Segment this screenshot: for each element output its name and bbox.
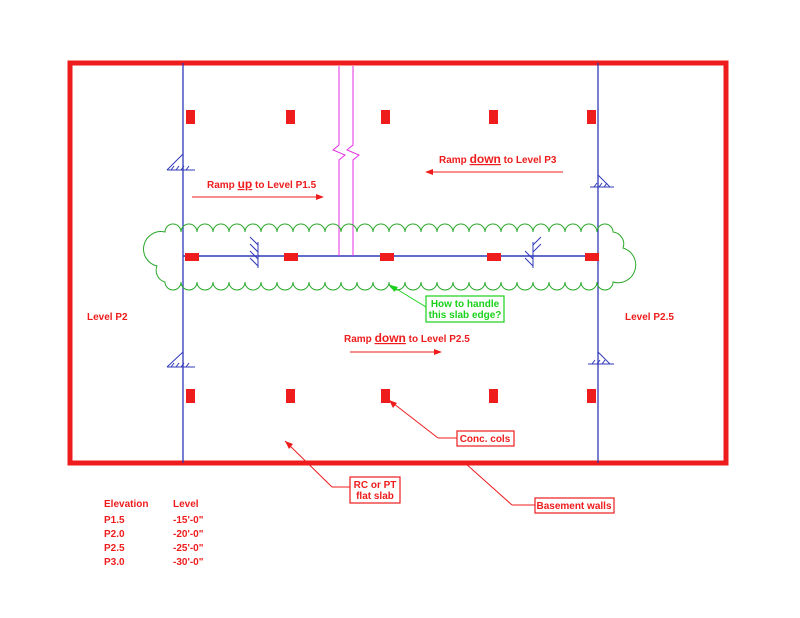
- basement-walls-note: Basement walls: [536, 501, 611, 512]
- column: [381, 389, 390, 403]
- hatch-symbol: [166, 351, 195, 368]
- flat-slab-note-line1: RC or PT: [354, 480, 397, 491]
- column: [286, 389, 295, 403]
- slab-edge-note-box: [425, 295, 505, 323]
- basement-wall-outline: [67, 60, 729, 466]
- level-p25-label: Level P2.5: [625, 312, 674, 323]
- elevation-table: Elevation Level P1.5 -15'-0" P2.0 -20'-0…: [104, 499, 204, 568]
- level-cell: -15'-0": [173, 515, 204, 526]
- column: [186, 110, 195, 124]
- level-cell: -25'-0": [173, 543, 204, 554]
- hatch-symbol: [588, 351, 614, 365]
- magenta-break-line: [332, 66, 360, 256]
- hatch-symbol: [249, 236, 259, 268]
- column: [489, 389, 498, 403]
- hatch-symbol: [524, 236, 542, 268]
- column: [185, 253, 199, 261]
- ramp-arrows: [192, 169, 563, 355]
- slab-edge-leader-arrowhead: [390, 285, 398, 292]
- column: [284, 253, 298, 261]
- elevation-cell: P3.0: [104, 557, 125, 568]
- revision-cloud: [143, 223, 637, 291]
- conc-cols-note: Conc. cols: [460, 434, 511, 445]
- column: [587, 110, 596, 124]
- flat-slab-leader: [284, 440, 333, 488]
- flat-slab-note-box: [349, 476, 401, 504]
- elevation-cell: P2.5: [104, 543, 125, 554]
- column: [487, 253, 501, 261]
- hatch-symbol: [166, 153, 195, 171]
- column: [380, 253, 394, 261]
- column: [587, 389, 596, 403]
- column: [585, 253, 599, 261]
- column: [286, 110, 295, 124]
- ramp-up-label: Ramp up to Level P1.5: [207, 177, 317, 191]
- slab-edge-note-line1: How to handle: [431, 299, 500, 310]
- level-cell: -30'-0": [173, 557, 204, 568]
- conc-cols-note-box: [456, 430, 515, 447]
- basement-walls-note-box: [534, 497, 615, 514]
- basement-walls-leader: [464, 462, 513, 506]
- flat-slab-leader-arrowhead: [285, 441, 293, 449]
- ramp-down-p3-label: Ramp down to Level P3: [439, 152, 557, 166]
- column: [381, 110, 390, 124]
- column: [489, 110, 498, 124]
- hatch-symbol: [590, 174, 614, 188]
- elevation-cell: P1.5: [104, 515, 125, 526]
- ramp-down-p25-label: Ramp down to Level P2.5: [344, 331, 470, 345]
- slab-edge-note-line2: this slab edge?: [429, 310, 502, 321]
- flat-slab-note-line2: flat slab: [356, 491, 394, 502]
- column: [186, 389, 195, 403]
- conc-cols-leader-arrowhead: [389, 400, 397, 408]
- level-p2-label: Level P2: [87, 312, 128, 323]
- columns: [185, 110, 599, 403]
- level-header: Level: [173, 499, 199, 510]
- elevation-header: Elevation: [104, 499, 148, 510]
- hatch-symbols: [166, 153, 614, 368]
- elevation-cell: P2.0: [104, 529, 125, 540]
- level-cell: -20'-0": [173, 529, 204, 540]
- conc-cols-leader: [388, 399, 439, 439]
